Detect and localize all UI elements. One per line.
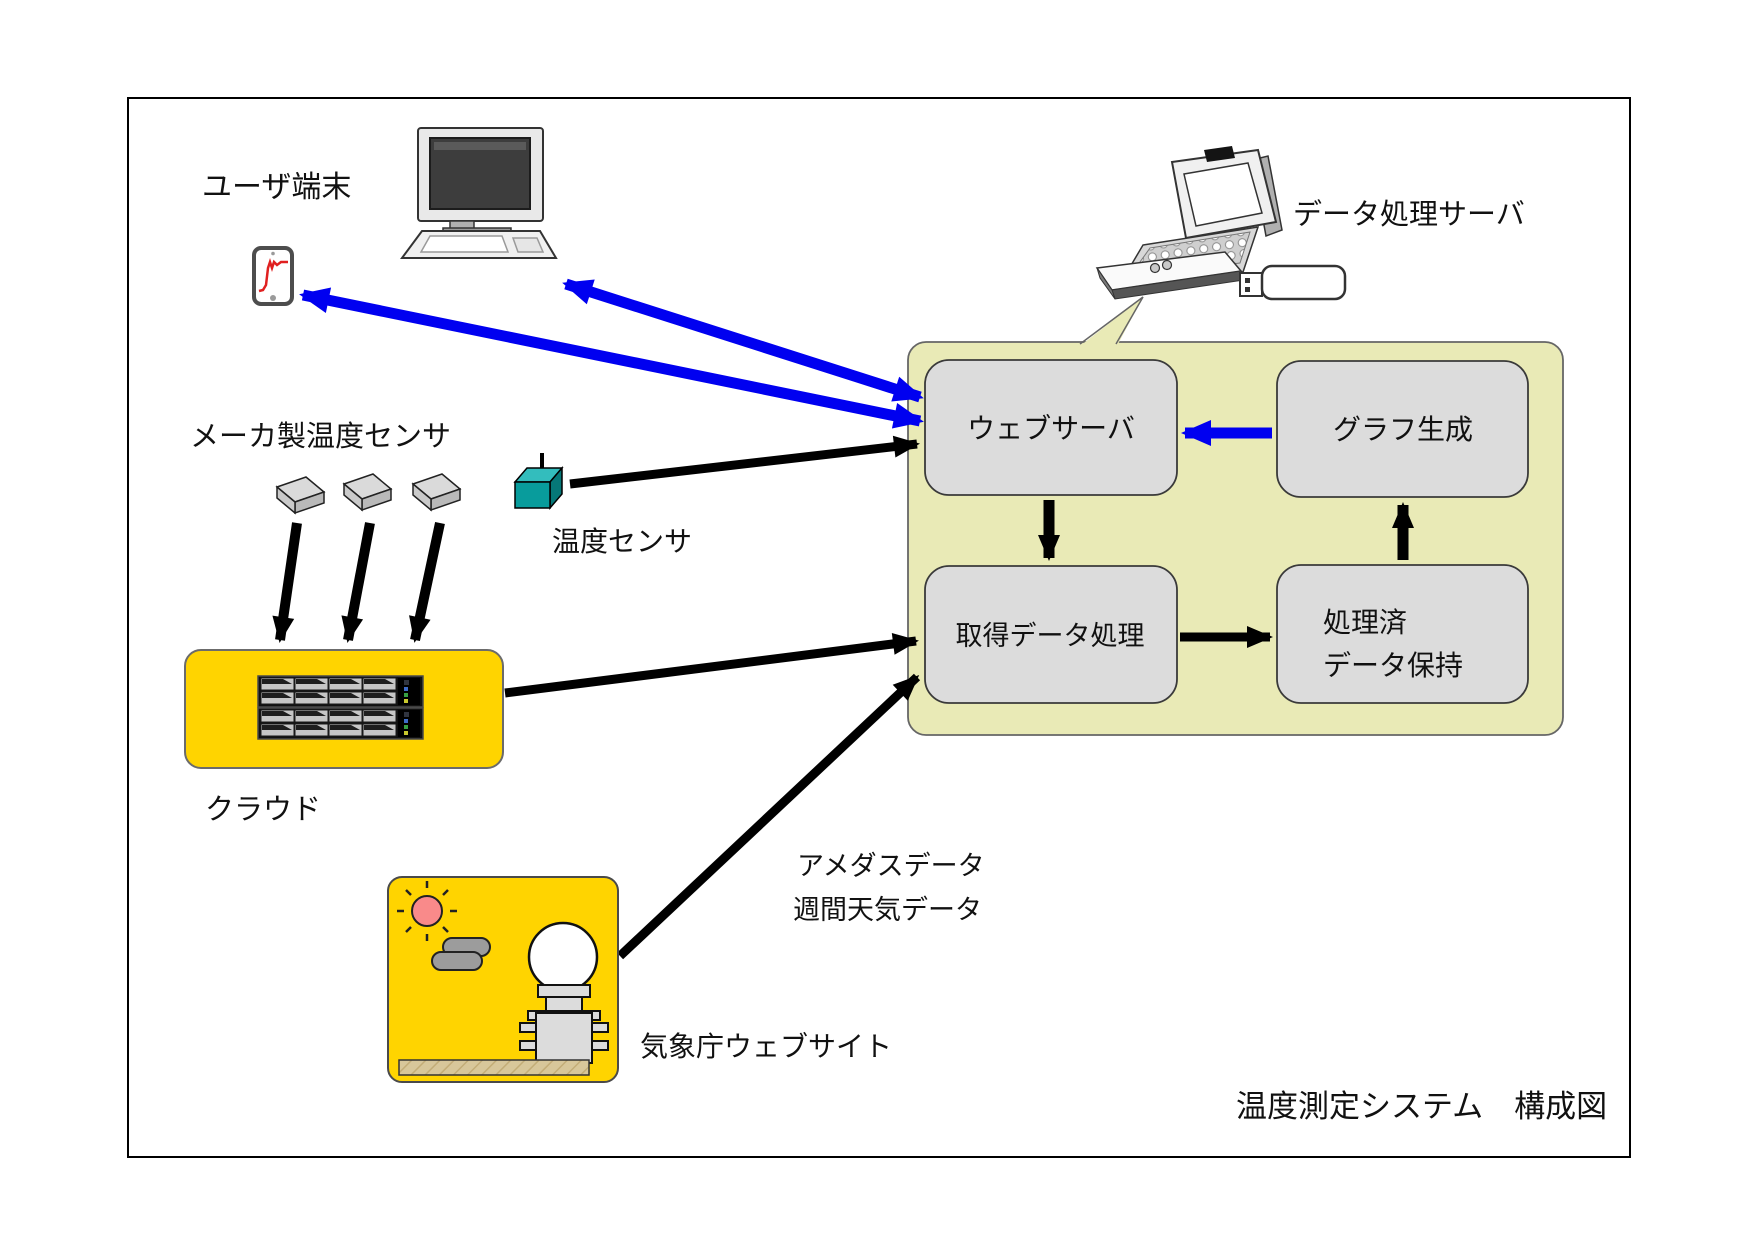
cloud-box [184,649,504,769]
node-processed-data-store: 処理済 データ保持 [1276,564,1529,704]
arrow-cloud-to-acquire [504,632,919,698]
node-processed-data-store-label-2: データ保持 [1323,649,1463,682]
label-amedas-line1: アメダスデータ [797,851,985,882]
node-web-server: ウェブサーバ [924,359,1178,496]
sun-icon [397,881,457,941]
server-rack-icon-2 [258,708,423,739]
arrow-webserver-phone [299,287,924,429]
label-jma-site: 気象庁ウェブサイト [640,1030,892,1063]
smartphone-icon [252,246,294,306]
node-acquired-data-processing-label: 取得データ処理 [956,621,1145,652]
arrow-jma-to-acquire [616,673,921,960]
node-graph-generation: グラフ生成 [1276,360,1529,498]
label-maker-sensors: メーカ製温度センサ [190,419,451,453]
arrows [272,278,1414,960]
node-acquired-data-processing: 取得データ処理 [924,565,1178,704]
label-data-server: データ処理サーバ [1293,197,1525,231]
node-graph-generation-label: グラフ生成 [1333,413,1473,446]
arrow-sensor2-to-cloud [341,522,375,643]
usb-drive-icon [1239,264,1347,301]
ground-strip [398,1059,590,1076]
server-rack-icon-1 [258,676,423,707]
label-cloud: クラウド [205,792,321,826]
laptop-icon [1095,146,1283,300]
arrow-sensor-to-webserver [569,435,920,489]
cloud-icon [431,937,491,971]
node-web-server-label: ウェブサーバ [967,412,1135,445]
maker-sensor-icons [276,473,461,514]
weather-station-box [387,876,619,1083]
arrow-sensor1-to-cloud [272,522,302,643]
label-amedas-line2: 週間天気データ [793,895,982,926]
weather-instrument-icon [398,921,609,1076]
node-processed-data-store-label-1: 処理済 [1323,606,1407,639]
wireless-temp-sensor-icon [513,453,564,511]
arrow-sensor3-to-cloud [409,521,445,643]
desktop-computer-icon [400,127,558,259]
phone-chart-line [258,258,288,293]
diagram-title: 温度測定システム 構成図 [1236,1089,1607,1125]
label-temp-sensor: 温度センサ [552,525,692,558]
label-user-terminal: ユーザ端末 [202,170,351,205]
